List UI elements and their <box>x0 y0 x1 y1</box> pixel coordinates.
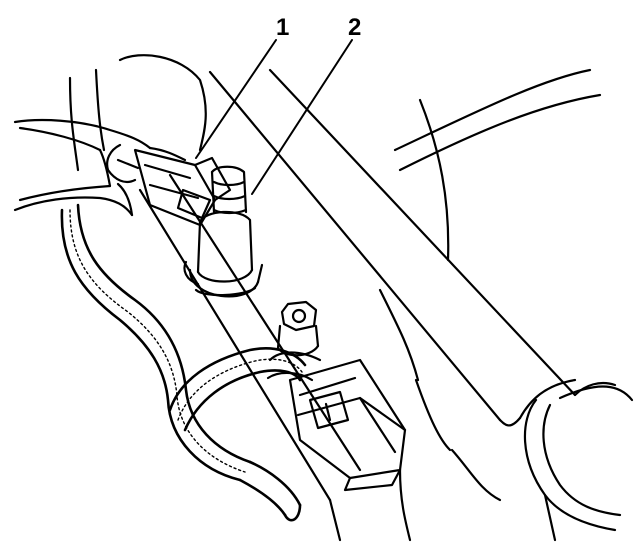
fuel-injector <box>183 165 264 298</box>
leader-2 <box>251 39 353 195</box>
engine-background <box>68 54 502 542</box>
leader-1 <box>195 39 277 159</box>
hand <box>13 118 187 217</box>
callout-label-1: 1 <box>276 14 290 41</box>
wiring-harness <box>60 203 307 522</box>
mounting-bolt <box>276 300 320 357</box>
fuel-rail <box>208 68 634 542</box>
callout-label-2: 2 <box>348 14 362 41</box>
callout-leaders <box>195 39 353 195</box>
